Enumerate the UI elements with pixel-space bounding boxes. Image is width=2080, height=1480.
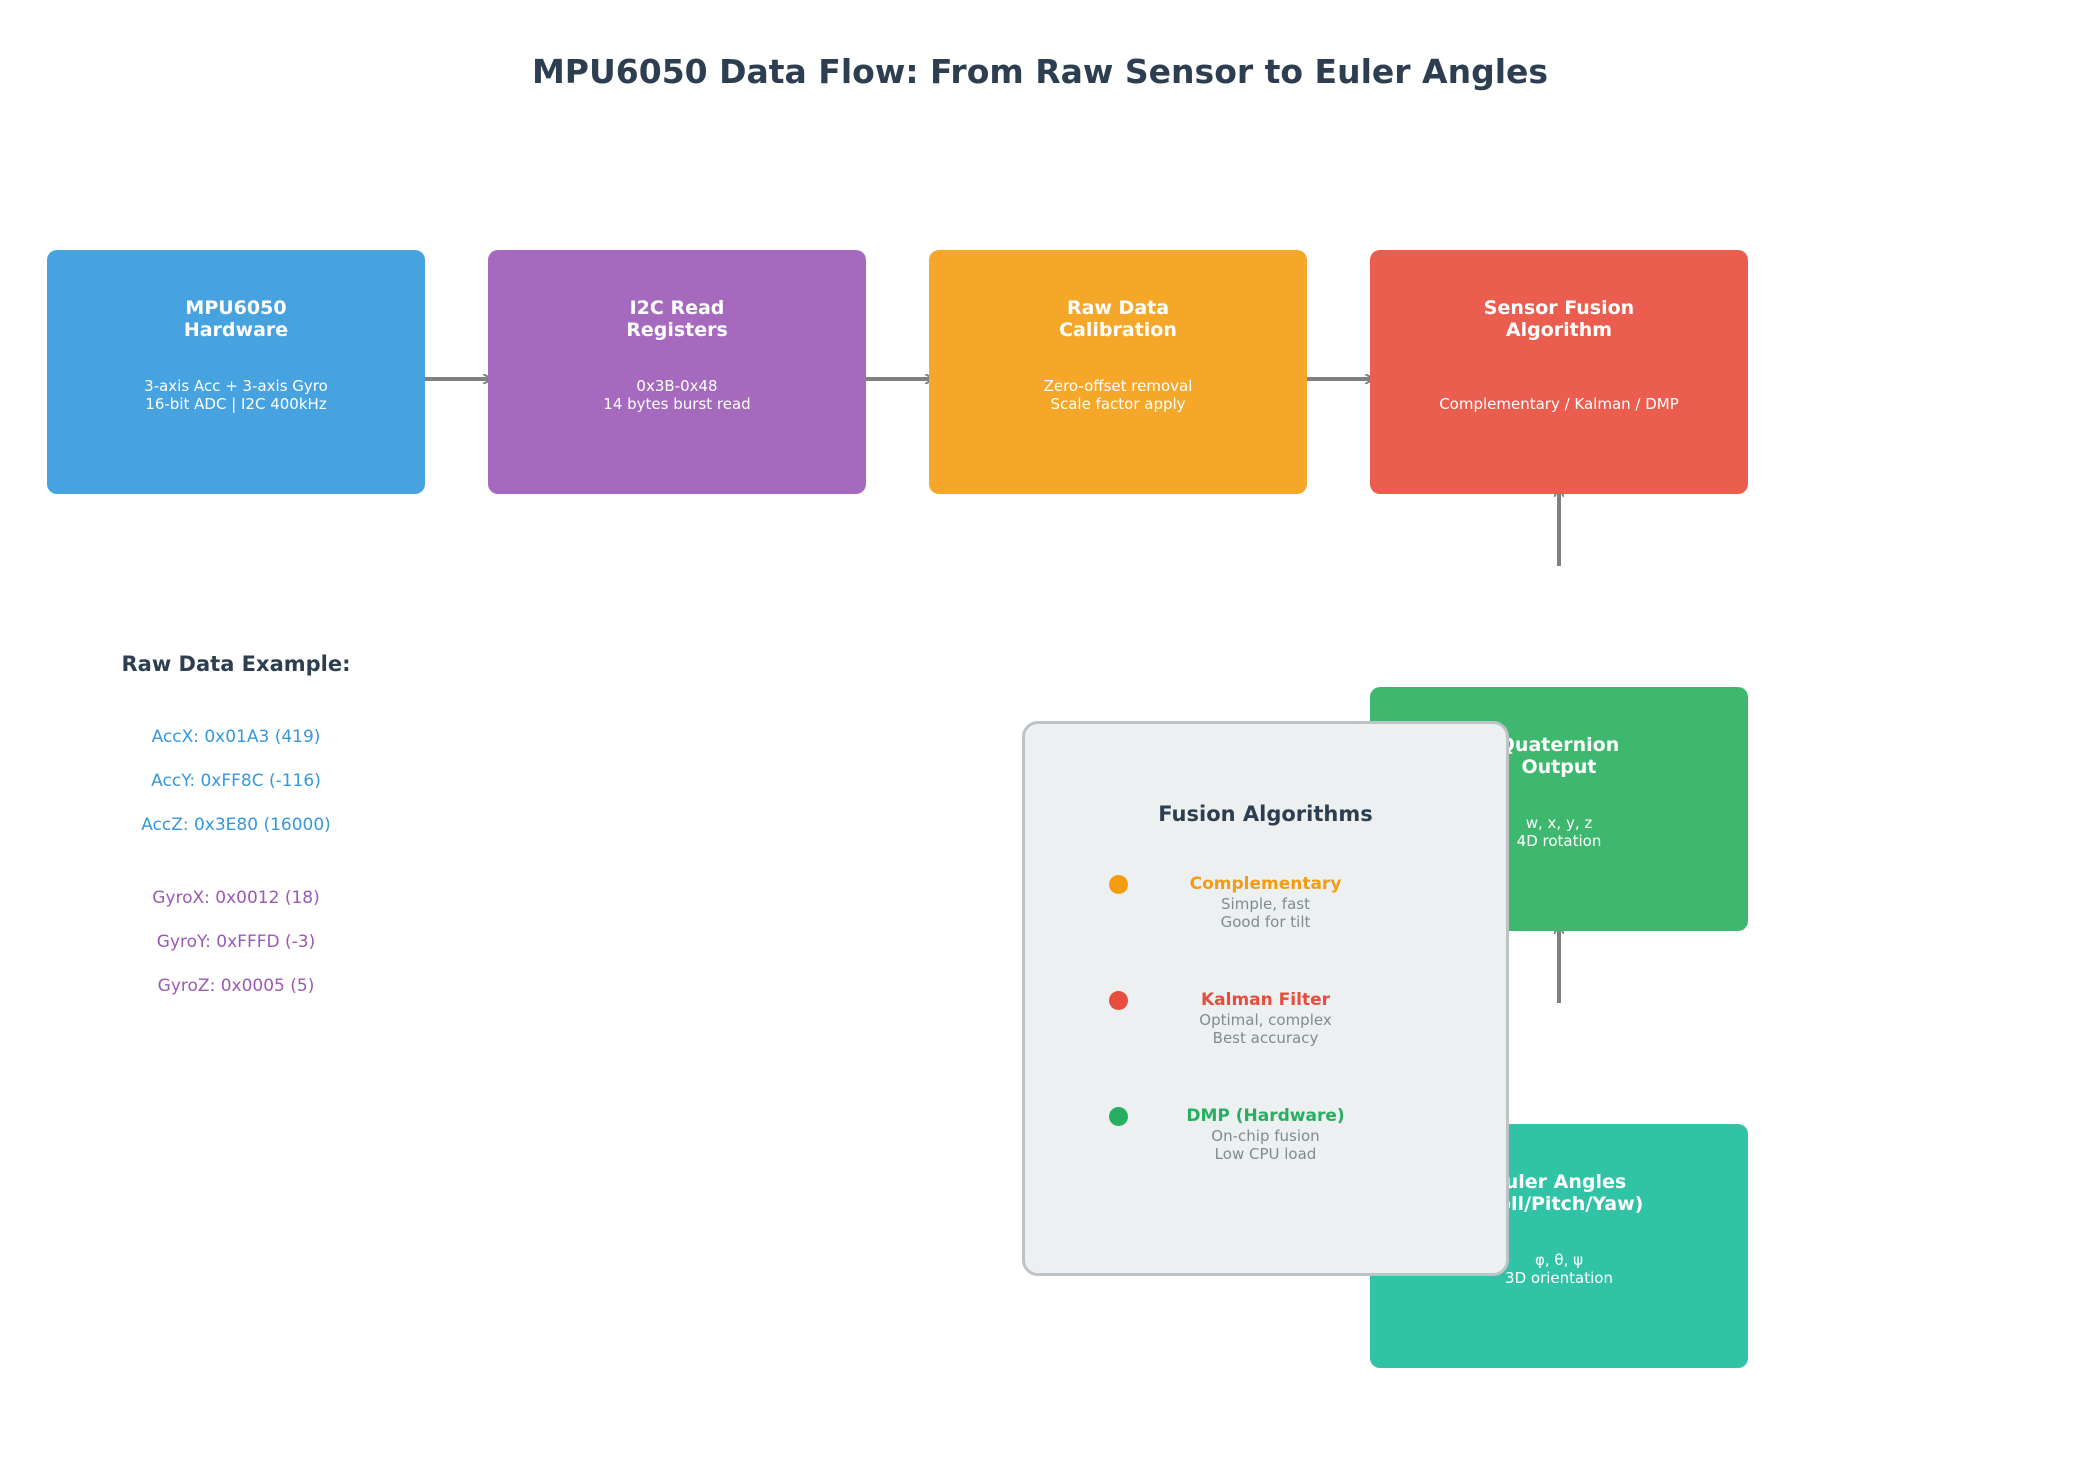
complementary-dot-icon (1109, 875, 1128, 894)
stage-sensor-fusion: Sensor Fusion Algorithm Complementary / … (1370, 250, 1748, 494)
stage-hardware: MPU6050 Hardware 3-axis Acc + 3-axis Gyr… (47, 250, 425, 494)
dmp-dot-icon (1109, 1107, 1128, 1126)
algorithm-name: Complementary (1189, 874, 1342, 894)
fusion-algorithms-panel: Fusion Algorithms Complementary Simple, … (1022, 721, 1509, 1276)
raw-gyro-x: GyroX: 0x0012 (18) (152, 888, 320, 908)
stage-euler-title: Euler Angles (Roll/Pitch/Yaw) (1474, 1171, 1644, 1215)
algorithm-name: Kalman Filter (1201, 990, 1330, 1010)
raw-gyro-y: GyroY: 0xFFFD (-3) (156, 932, 316, 952)
kalman-dot-icon (1109, 991, 1128, 1010)
diagram-title: MPU6050 Data Flow: From Raw Sensor to Eu… (531, 52, 1549, 91)
stage-i2c-read: I2C Read Registers 0x3B-0x48 14 bytes bu… (488, 250, 866, 494)
stage-fusion-title: Sensor Fusion Algorithm (1483, 297, 1635, 341)
algorithm-name: DMP (Hardware) (1186, 1106, 1345, 1126)
stage-hardware-desc: 3-axis Acc + 3-axis Gyro 16-bit ADC | I2… (144, 377, 328, 413)
stage-calibration-title: Raw Data Calibration (1059, 297, 1177, 341)
stage-hardware-title: MPU6050 Hardware (183, 297, 289, 341)
raw-acc-x: AccX: 0x01A3 (419) (151, 727, 321, 747)
raw-acc-y: AccY: 0xFF8C (-116) (151, 771, 321, 791)
raw-acc-z: AccZ: 0x3E80 (16000) (141, 815, 331, 835)
stage-i2c-title: I2C Read Registers (626, 297, 728, 341)
stage-fusion-desc: Complementary / Kalman / DMP (1439, 395, 1679, 413)
algorithm-desc: On-chip fusion Low CPU load (1211, 1127, 1320, 1163)
stage-quaternion-desc: w, x, y, z 4D rotation (1516, 814, 1602, 850)
algorithm-desc: Optimal, complex Best accuracy (1199, 1011, 1332, 1047)
stage-quaternion-title: Quaternion Output (1498, 734, 1620, 778)
fusion-algorithms-title: Fusion Algorithms (1158, 802, 1373, 826)
raw-data-heading: Raw Data Example: (121, 652, 351, 676)
stage-i2c-desc: 0x3B-0x48 14 bytes burst read (603, 377, 751, 413)
stage-calibration: Raw Data Calibration Zero-offset removal… (929, 250, 1307, 494)
raw-gyro-z: GyroZ: 0x0005 (5) (157, 976, 315, 996)
stage-calibration-desc: Zero-offset removal Scale factor apply (1043, 377, 1193, 413)
stage-euler-desc: φ, θ, ψ 3D orientation (1505, 1251, 1613, 1287)
algorithm-desc: Simple, fast Good for tilt (1220, 895, 1311, 931)
